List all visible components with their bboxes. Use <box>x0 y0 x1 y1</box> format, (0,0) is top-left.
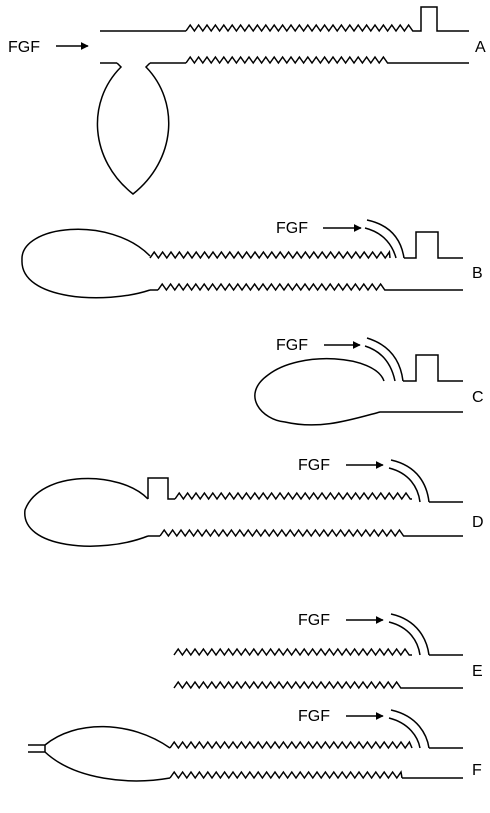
fgf-inlet-outer <box>390 459 430 503</box>
corrugated-tube-upper <box>173 647 412 657</box>
fgf-label: FGF <box>298 708 330 725</box>
fgf-inlet-outer <box>390 709 430 749</box>
corrugation-zigzag <box>173 680 402 690</box>
fgf-inlet-outer <box>390 613 430 656</box>
fgf-label: FGF <box>298 457 330 474</box>
fgf-inlet-outer <box>366 219 405 259</box>
figure-label: B <box>472 265 483 282</box>
corrugation-zigzag <box>169 740 413 750</box>
fgf-inlet-inner <box>388 717 421 749</box>
corrugated-tube-lower <box>157 282 386 292</box>
corrugated-tube-lower <box>173 680 402 690</box>
fgf-label: FGF <box>8 39 40 56</box>
fgf-inlet-inner <box>388 467 421 503</box>
fgf-inlet-outer <box>366 337 404 382</box>
fgf-inlet-inner <box>364 227 397 259</box>
figure-label: D <box>472 514 484 531</box>
figure-a: FGF A <box>8 6 486 195</box>
reservoir-bag <box>21 228 151 299</box>
corrugation-zigzag <box>157 282 386 292</box>
corrugation-zigzag <box>173 647 412 657</box>
figure-f: FGF F <box>28 708 482 782</box>
corrugation-zigzag <box>149 249 391 260</box>
corrugated-tube-upper <box>174 491 412 501</box>
fgf-label: FGF <box>276 337 308 354</box>
figure-label: A <box>475 39 486 56</box>
expiratory-valve <box>147 477 175 500</box>
corrugation-zigzag <box>185 55 389 65</box>
fgf-inlet-inner <box>388 621 421 656</box>
figure-e: FGF E <box>173 612 483 690</box>
expiratory-valve <box>403 354 463 382</box>
corrugation-zigzag <box>169 770 403 780</box>
fgf-inlet-inner <box>364 345 396 382</box>
reservoir-bag <box>24 477 149 547</box>
fgf-label: FGF <box>276 220 308 237</box>
corrugated-tube-upper <box>169 740 413 750</box>
figure-c: FGF C <box>254 337 484 426</box>
expiratory-valve <box>404 231 463 259</box>
figure-label: C <box>472 389 484 406</box>
fgf-label: FGF <box>298 612 330 629</box>
figure-b: FGF B <box>21 219 483 299</box>
corrugation-zigzag <box>159 528 405 538</box>
figure-d: FGF D <box>24 457 484 547</box>
corrugated-tube-lower <box>185 55 389 65</box>
reservoir-bag-with-tail <box>28 725 171 782</box>
figure-label: E <box>472 663 483 680</box>
expiratory-valve <box>416 6 469 32</box>
reservoir-bag <box>254 357 463 426</box>
reservoir-bag <box>96 62 170 195</box>
corrugated-tube-upper <box>149 249 391 260</box>
corrugated-tube-lower <box>159 528 405 538</box>
corrugation-zigzag <box>185 23 416 33</box>
corrugated-tube-lower <box>169 770 403 780</box>
corrugation-zigzag <box>174 491 412 501</box>
figure-label: F <box>472 762 482 779</box>
corrugated-tube-upper <box>185 23 416 33</box>
